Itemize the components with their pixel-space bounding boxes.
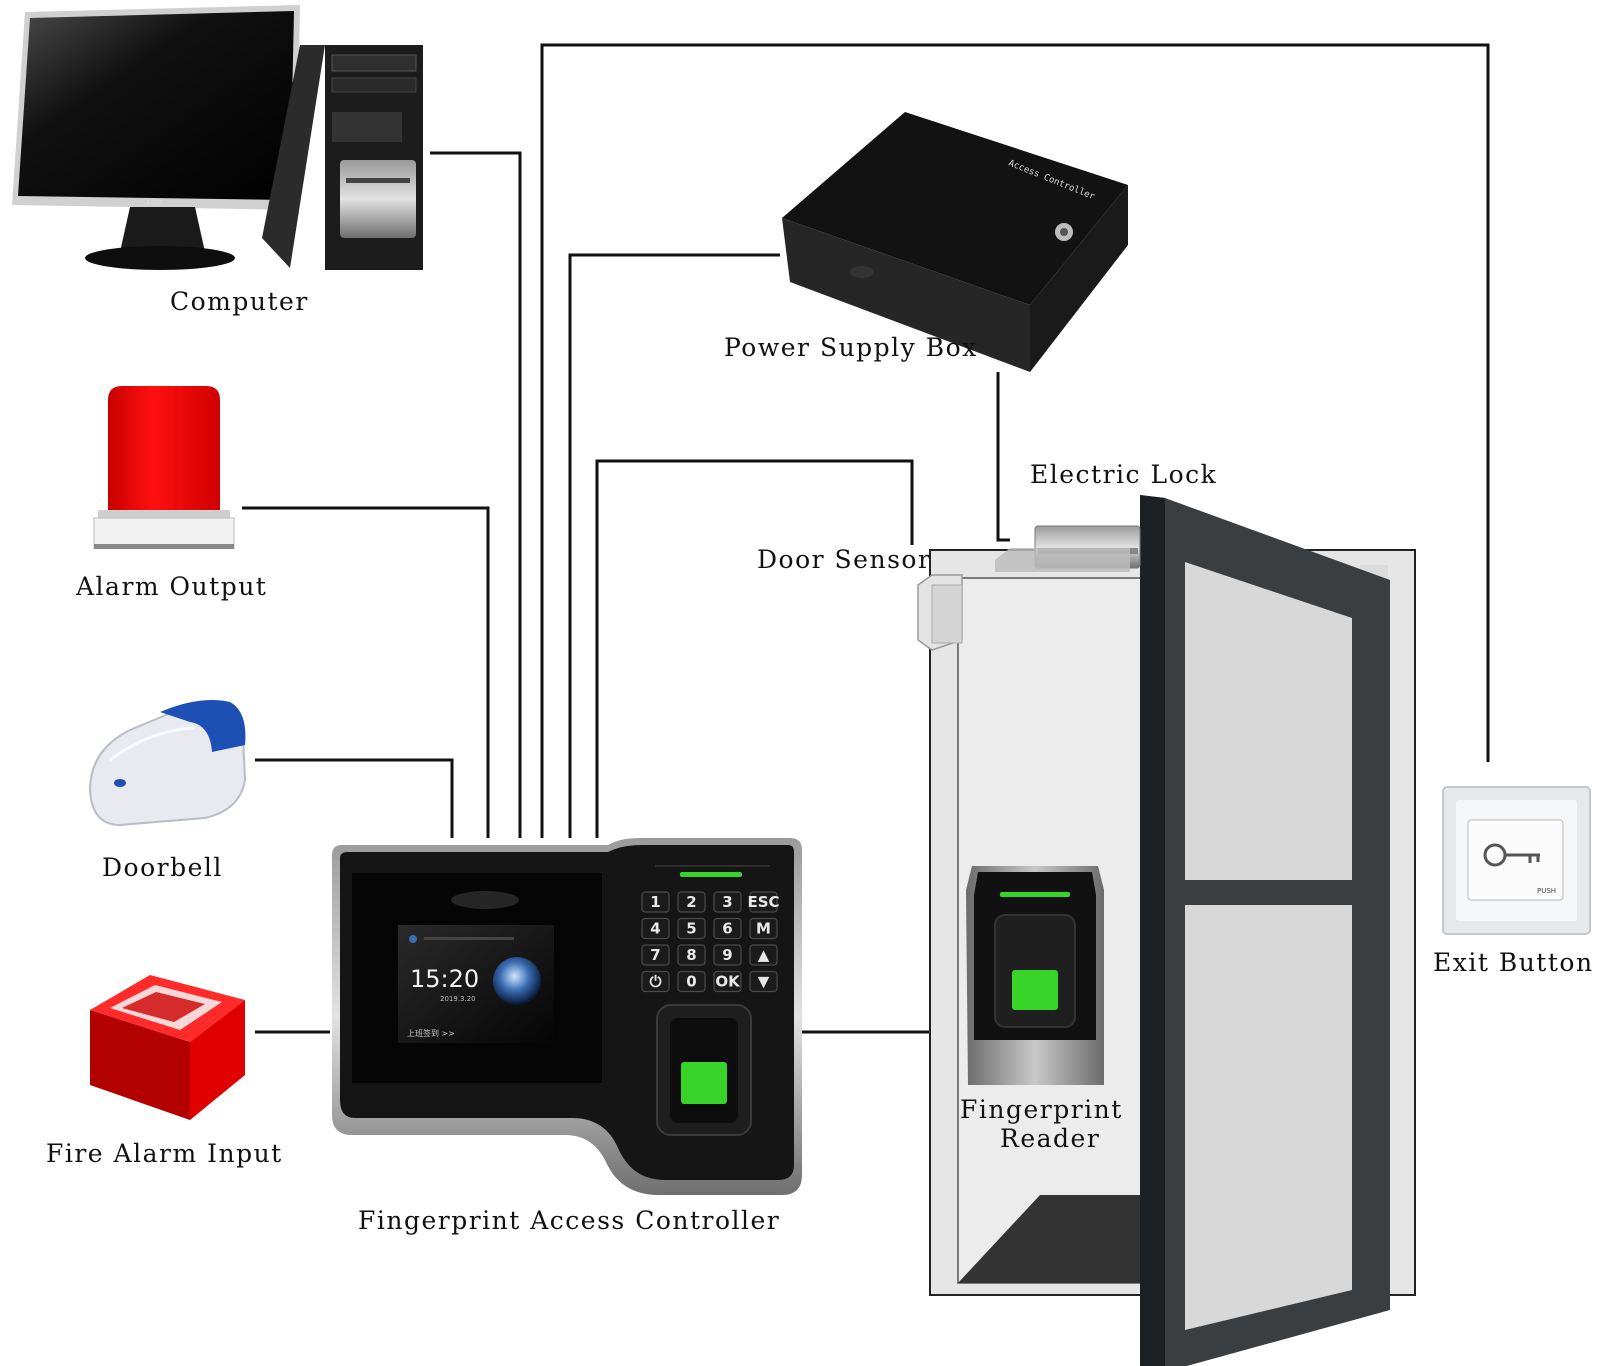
wire-power-supply — [568, 253, 780, 838]
keypad-key-label: ▼ — [758, 973, 770, 991]
keypad: 1 2 3 ESC 4 5 6 M 7 8 9 ▲ ⏻ 0 OK ▼ — [641, 891, 780, 993]
screen-date: 2019.3.20 — [440, 995, 476, 1003]
keypad-key-label: 8 — [686, 946, 696, 964]
keypad-key-label: ESC — [747, 893, 779, 911]
label-fire-alarm-input: Fire Alarm Input — [46, 1139, 283, 1168]
screen-time: 15:20 — [410, 965, 479, 993]
keypad-key-label: 0 — [686, 973, 696, 991]
label-power-supply-box: Power Supply Box — [724, 333, 978, 362]
electric-lock-icon — [995, 525, 1141, 572]
fire-alarm-icon — [90, 975, 245, 1120]
keypad-key — [641, 944, 670, 966]
keypad-key — [749, 917, 778, 940]
label-door-sensor: Door Sensor — [757, 545, 931, 574]
wiring — [242, 43, 1490, 1034]
keypad-key — [713, 970, 742, 993]
keypad-key — [713, 891, 742, 913]
label-fingerprint-reader-line2: Reader — [1000, 1124, 1100, 1153]
keypad-key — [677, 891, 706, 913]
door-assembly — [929, 495, 1416, 1366]
access-controller-icon: 15:20 2019.3.20 上班签到 >> 1 2 3 ESC 4 5 6 M 7 8 9 ▲ ⏻ 0… — [332, 838, 802, 1195]
keypad-key-label: 1 — [650, 893, 660, 911]
label-alarm-output: Alarm Output — [75, 572, 267, 601]
keypad-key — [677, 970, 706, 993]
keypad-key-label: 5 — [686, 920, 696, 938]
keypad-key-label: 9 — [722, 946, 732, 964]
keypad-key-label: 6 — [722, 920, 732, 938]
door-sensor-icon — [917, 574, 963, 651]
keypad-key-label: 4 — [650, 920, 660, 938]
keypad-key — [641, 917, 670, 940]
doorbell-icon — [88, 699, 247, 827]
wire-computer — [430, 151, 522, 838]
wire-electric-lock — [996, 372, 1010, 542]
keypad-key — [713, 944, 742, 966]
keypad-key-label: OK — [715, 973, 741, 991]
keypad-key — [641, 891, 670, 913]
keypad-key-label: ⏻ — [650, 973, 662, 991]
label-exit-button: Exit Button — [1433, 948, 1594, 977]
monitor-brand: ASUS — [146, 199, 163, 207]
globe-icon — [493, 957, 541, 1005]
keypad-key — [677, 917, 706, 940]
exit-button-icon: PUSH — [1442, 786, 1591, 935]
keypad-key — [749, 944, 778, 966]
wire-alarm-output — [242, 506, 490, 838]
label-doorbell: Doorbell — [102, 853, 223, 882]
fingerprint-reader-icon — [966, 866, 1104, 1085]
keypad-key-label: 7 — [650, 946, 660, 964]
keypad-key — [749, 891, 778, 913]
keypad-key — [713, 917, 742, 940]
keypad-key — [641, 970, 670, 993]
exit-push-text: PUSH — [1537, 887, 1556, 895]
door-glass-lower — [1185, 905, 1352, 1330]
alarm-light-icon — [93, 386, 235, 549]
computer-icon: ASUS — [12, 5, 423, 270]
keypad-key — [677, 944, 706, 966]
label-computer: Computer — [170, 287, 309, 316]
power-supply-box-icon: Access Controller — [782, 112, 1128, 372]
keypad-key-label: ▲ — [758, 946, 770, 964]
keypad-key-label: 2 — [686, 893, 696, 911]
door-glass-upper — [1185, 562, 1352, 880]
keypad-key-label: 3 — [722, 893, 732, 911]
keypad-key — [749, 970, 778, 993]
label-electric-lock: Electric Lock — [1030, 460, 1217, 489]
label-fingerprint-access-controller: Fingerprint Access Controller — [358, 1206, 780, 1235]
keypad-key-label: M — [756, 920, 771, 938]
label-fingerprint-reader-line1: Fingerprint — [960, 1095, 1123, 1124]
wire-door-sensor — [595, 459, 914, 838]
screen-footer: 上班签到 >> — [407, 1028, 455, 1038]
wire-doorbell — [255, 758, 454, 838]
wire-exit-button — [540, 43, 1490, 838]
